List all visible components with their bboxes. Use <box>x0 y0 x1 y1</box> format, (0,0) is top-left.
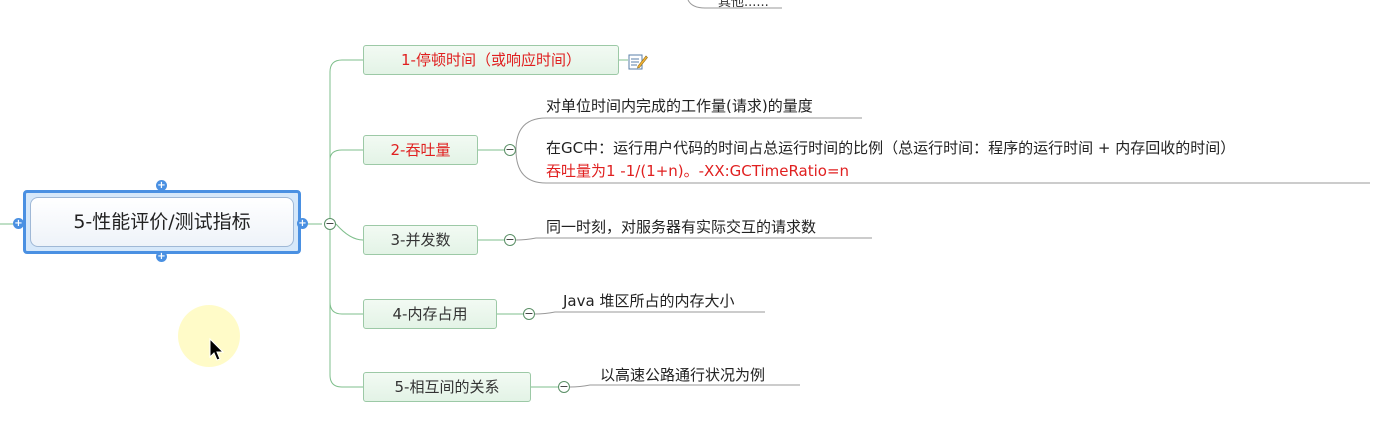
topic-concurrency[interactable]: 3-并发数 <box>363 225 478 255</box>
throughput-collapse-toggle[interactable]: − <box>504 143 516 156</box>
mouse-cursor-icon <box>209 338 225 361</box>
resize-handle-bottom[interactable]: + <box>156 251 167 262</box>
cursor-highlight <box>178 305 240 367</box>
root-topic-label: 5-性能评价/测试指标 <box>30 197 294 247</box>
topic-relationship[interactable]: 5-相互间的关系 <box>363 372 531 402</box>
memory-collapse-toggle[interactable]: − <box>523 307 535 320</box>
resize-handle-top[interactable]: + <box>156 180 167 191</box>
throughput-note-gc[interactable]: 在GC中：运行用户代码的时间占总运行时间的比例（总运行时间：程序的运行时间 + … <box>546 139 1236 157</box>
relationship-collapse-toggle[interactable]: − <box>558 380 570 393</box>
throughput-note-formula[interactable]: 吞吐量为1 -1/(1+n)。-XX:GCTimeRatio=n <box>546 162 850 180</box>
topic-throughput[interactable]: 2-吞吐量 <box>363 135 478 165</box>
memory-note[interactable]: Java 堆区所占的内存大小 <box>563 292 735 310</box>
concurrency-collapse-toggle[interactable]: − <box>504 233 516 246</box>
memo-icon[interactable] <box>628 53 648 70</box>
resize-handle-left[interactable]: + <box>13 218 24 229</box>
throughput-note-definition[interactable]: 对单位时间内完成的工作量(请求)的量度 <box>546 97 813 115</box>
topic-memory-usage[interactable]: 4-内存占用 <box>363 299 497 329</box>
resize-handle-right[interactable]: + <box>297 218 308 229</box>
topic-stop-time[interactable]: 1-停顿时间（或响应时间） <box>363 45 619 75</box>
concurrency-note[interactable]: 同一时刻，对服务器有实际交互的请求数 <box>546 218 817 236</box>
root-collapse-toggle[interactable]: − <box>324 217 336 230</box>
offscreen-note-fragment: 其他...... <box>718 0 769 10</box>
relationship-note[interactable]: 以高速公路通行状况为例 <box>600 366 766 384</box>
root-topic[interactable]: 5-性能评价/测试指标 <box>23 190 301 254</box>
